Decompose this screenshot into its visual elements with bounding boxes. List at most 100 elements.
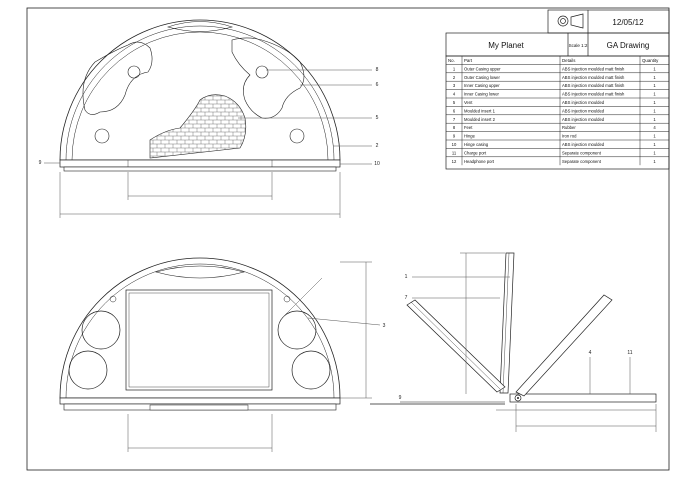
part-qty: 1 (653, 100, 656, 105)
callout-number: 4 (589, 350, 592, 356)
part-qty: 1 (653, 66, 656, 71)
part-name: Hinge casing (464, 142, 489, 147)
part-no: 10 (452, 142, 457, 147)
part-qty: 1 (653, 108, 656, 113)
part-details: Separate component (562, 159, 602, 164)
part-no: 1 (453, 66, 456, 71)
side-base (509, 393, 657, 403)
top-view (44, 19, 372, 218)
part-no: 11 (452, 150, 457, 155)
callout-number: 3 (383, 323, 386, 329)
continent-shape (149, 94, 247, 159)
part-details: ABS injection moulded (562, 100, 605, 105)
title-block-top (547, 9, 670, 34)
sheet-border (26, 7, 670, 471)
callout-number: 9 (399, 395, 402, 401)
insert-circle (127, 65, 141, 79)
part-details: Iron rod (562, 134, 577, 139)
insert-circle (289, 128, 305, 144)
parts-table: No. Part Details Quantity 1 Outer Casing uppe… (446, 56, 669, 166)
table-row: 9 Hinge Iron rod 1 (453, 134, 657, 139)
part-no: 4 (453, 92, 456, 97)
button-right-lower (291, 350, 331, 390)
part-details: ABS injection moulded (562, 108, 605, 113)
parts-header-part: Part (464, 58, 473, 63)
scale: Scale 1:2 (569, 43, 588, 48)
lid-open-right (515, 294, 613, 397)
part-qty: 1 (653, 117, 656, 122)
insert-circle (94, 128, 110, 144)
callout-number: 6 (376, 82, 379, 88)
part-no: 12 (452, 159, 457, 164)
parts-header-no: No. (448, 58, 455, 63)
part-no: 2 (453, 75, 456, 80)
part-name: Moulded insert 1 (464, 108, 496, 113)
insert-circle (255, 65, 269, 79)
callout-number: 2 (376, 143, 379, 149)
button-left-upper (81, 310, 121, 350)
part-details: ABS injection moulded (562, 142, 605, 147)
callout-number: 8 (376, 67, 379, 73)
continent-shape (231, 37, 305, 119)
part-name: Hinge (464, 134, 476, 139)
drawing-type: GA Drawing (607, 41, 650, 50)
part-name: Inner Casing upper (464, 83, 500, 88)
part-no: 9 (453, 134, 456, 139)
front-view (59, 257, 381, 452)
front-view-callouts: 3 (383, 323, 386, 329)
projection-symbol-icon (557, 13, 584, 29)
parts-list (445, 55, 670, 170)
title-block: 12/05/12 My Planet Scale 1:2 GA Drawing … (445, 9, 670, 170)
lid-upright (499, 252, 515, 394)
part-name: Charge port (464, 150, 487, 155)
button-right-upper (277, 310, 317, 350)
part-details: ABS injection moulded matt finish (562, 66, 625, 71)
top-view-callouts: 8 6 5 2 10 9 (39, 67, 380, 167)
date: 12/05/12 (612, 18, 644, 27)
button-left-lower (68, 350, 108, 390)
table-row: 1 Outer Casing upper ABS injection moulded… (453, 66, 657, 71)
part-qty: 1 (653, 150, 656, 155)
project-name: My Planet (488, 41, 524, 50)
part-name: Inner Casing lower (464, 92, 500, 97)
vent-slot (154, 265, 246, 279)
indicator-icon (109, 295, 117, 303)
part-qty: 1 (653, 134, 656, 139)
part-details: ABS injection moulded matt finish (562, 83, 625, 88)
callout-number: 10 (374, 161, 380, 167)
screen (125, 289, 273, 391)
table-row: 12 Headphone port Separate component 1 (452, 159, 657, 164)
part-name: Feet (464, 125, 473, 130)
part-qty: 1 (653, 75, 656, 80)
top-view-outer-casing (59, 19, 341, 161)
side-view (370, 252, 657, 432)
part-name: Headphone port (464, 159, 495, 164)
part-qty: 1 (653, 92, 656, 97)
part-qty: 1 (653, 142, 656, 147)
part-name: Outer Casing upper (464, 66, 501, 71)
parts-header-details: Details (562, 58, 576, 63)
part-details: Rubber (562, 125, 576, 130)
part-qty: 1 (653, 159, 656, 164)
part-name: Outer Casing lower (464, 75, 500, 80)
part-no: 6 (453, 108, 456, 113)
part-name: Moulded insert 2 (464, 117, 496, 122)
vent-slot (166, 21, 234, 32)
parts-header-quantity: Quantity (642, 58, 659, 63)
part-qty: 1 (653, 83, 656, 88)
callout-number: 9 (39, 160, 42, 166)
callout-number: 5 (376, 115, 379, 121)
part-no: 7 (453, 117, 456, 122)
part-no: 8 (453, 125, 456, 130)
part-qty: 4 (653, 125, 656, 130)
callout-number: 1 (405, 274, 408, 280)
part-details: ABS injection moulded (562, 117, 605, 122)
callout-number: 11 (627, 350, 632, 356)
table-row: 6 Moulded insert 1 ABS injection moulded 1 (453, 108, 657, 113)
